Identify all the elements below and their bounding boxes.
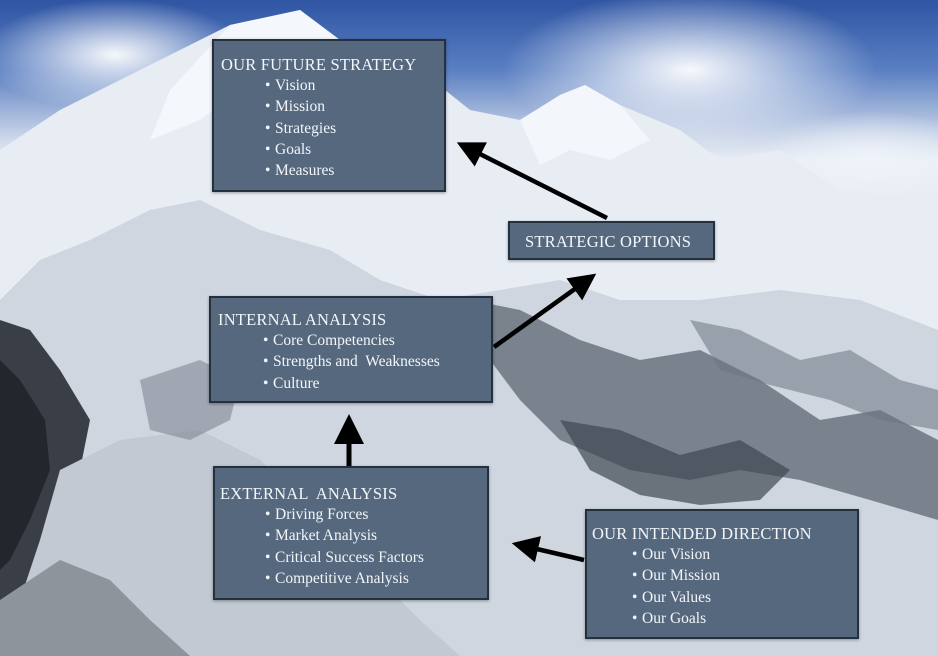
future-strategy-box: OUR FUTURE STRATEGY Vision Mission Strat… xyxy=(212,39,446,192)
internal-analysis-title: INTERNAL ANALYSIS xyxy=(218,309,491,330)
arrow-options-to-future xyxy=(468,148,607,218)
list-item: Strengths and Weaknesses xyxy=(263,351,491,372)
external-analysis-box: EXTERNAL ANALYSIS Driving Forces Market … xyxy=(213,466,489,600)
list-item: Goals xyxy=(265,139,444,160)
list-item: Vision xyxy=(265,75,444,96)
list-item: Measures xyxy=(265,160,444,181)
list-item: Our Goals xyxy=(632,608,857,629)
list-item: Our Mission xyxy=(632,565,857,586)
internal-analysis-list: Core Competencies Strengths and Weakness… xyxy=(218,330,491,394)
list-item: Mission xyxy=(265,96,444,117)
intended-direction-title: OUR INTENDED DIRECTION xyxy=(592,523,857,544)
list-item: Critical Success Factors xyxy=(265,547,487,568)
list-item: Core Competencies xyxy=(263,330,491,351)
list-item: Our Values xyxy=(632,587,857,608)
intended-direction-list: Our Vision Our Mission Our Values Our Go… xyxy=(592,544,857,629)
list-item: Culture xyxy=(263,373,491,394)
list-item: Competitive Analysis xyxy=(265,568,487,589)
intended-direction-box: OUR INTENDED DIRECTION Our Vision Our Mi… xyxy=(585,509,859,639)
internal-analysis-box: INTERNAL ANALYSIS Core Competencies Stre… xyxy=(209,296,493,403)
future-strategy-list: Vision Mission Strategies Goals Measures xyxy=(221,75,444,181)
arrow-direction-to-external xyxy=(524,546,584,560)
external-analysis-list: Driving Forces Market Analysis Critical … xyxy=(220,504,487,589)
strategic-options-title: STRATEGIC OPTIONS xyxy=(525,231,713,252)
list-item: Our Vision xyxy=(632,544,857,565)
list-item: Market Analysis xyxy=(265,525,487,546)
list-item: Strategies xyxy=(265,118,444,139)
strategic-options-box: STRATEGIC OPTIONS xyxy=(508,221,715,260)
external-analysis-title: EXTERNAL ANALYSIS xyxy=(220,483,487,504)
list-item: Driving Forces xyxy=(265,504,487,525)
arrow-internal-to-options xyxy=(494,281,586,347)
future-strategy-title: OUR FUTURE STRATEGY xyxy=(221,54,444,75)
